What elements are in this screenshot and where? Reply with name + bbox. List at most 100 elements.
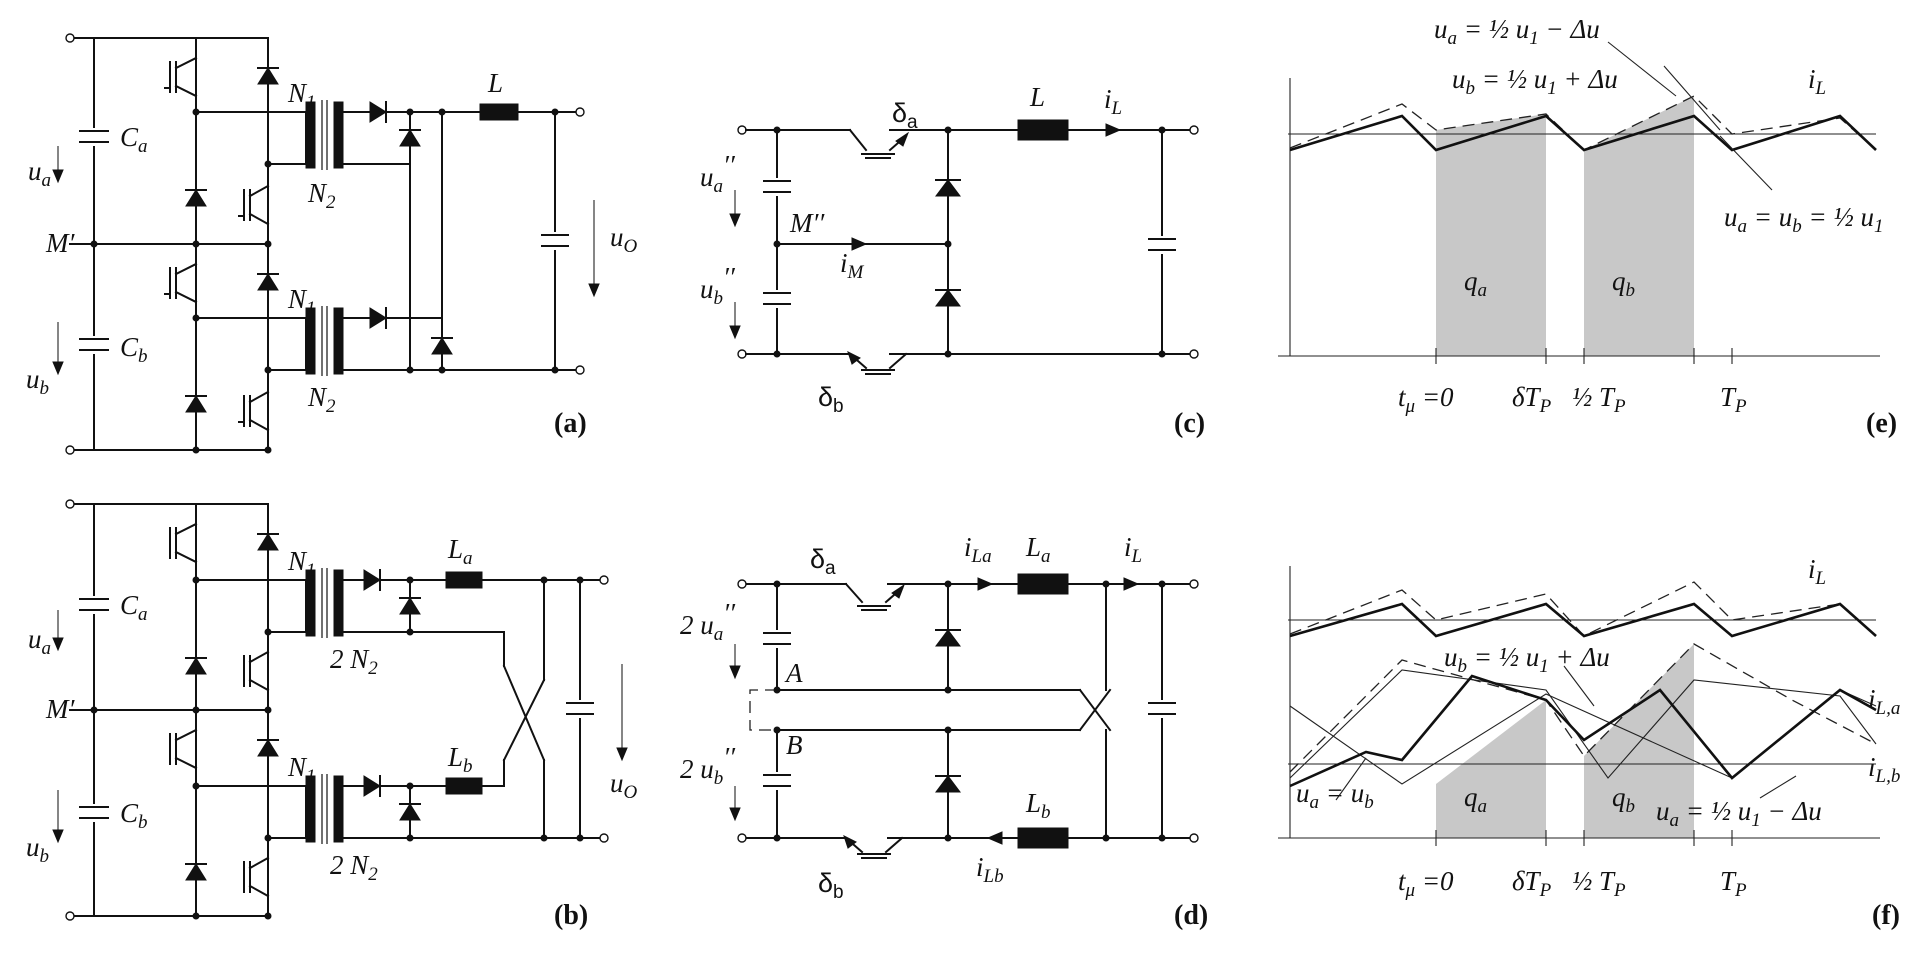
panel-f-waveform: iL iL,a iL,b ub = ½ u1 + Δu ua = ub ua =… — [1278, 554, 1900, 931]
panel-b-circuit: ua ub Ca Cb M′ N1 2 N2 N1 2 N2 La Lb uO … — [26, 499, 638, 931]
terminal-dot — [65, 33, 75, 43]
label-ub-double-prime: ub′′ — [700, 262, 736, 309]
dashed-connection — [749, 689, 777, 731]
label-half-tp: ½ TP — [1572, 382, 1626, 417]
diode-icon — [257, 67, 279, 85]
label-qb: qb — [1612, 266, 1635, 301]
label-il: iL — [1124, 532, 1142, 567]
panel-label-d: (d) — [1174, 900, 1208, 931]
diode-icon — [185, 189, 207, 207]
label-t0: tμ =0 — [1398, 382, 1454, 417]
label-m-double-prime: M′′ — [789, 208, 825, 238]
diode-icon — [935, 775, 961, 793]
diode-icon — [935, 179, 961, 197]
current-waveform-ila — [1289, 689, 1877, 785]
diode-icon — [935, 289, 961, 307]
charge-area-qb — [1584, 96, 1694, 356]
label-2ua-double-prime: 2 ua′′ — [680, 598, 736, 645]
diode-icon — [185, 863, 207, 881]
inductor-l — [479, 103, 519, 121]
voltage-arrow — [588, 200, 600, 298]
panel-label-f: (f) — [1872, 900, 1900, 931]
current-arrow — [851, 237, 868, 251]
label-delta-b: δb — [818, 868, 844, 903]
current-waveform-il — [1289, 602, 1877, 638]
current-arrow — [1123, 577, 1140, 591]
label-ca: Ca — [120, 122, 148, 157]
inductor-la — [445, 571, 483, 589]
label-ila: iL,a — [1868, 684, 1900, 719]
terminal-dot — [65, 445, 75, 455]
capacitor-cb — [79, 336, 110, 354]
panel-d-circuit: 2 ua′′ 2 ub′′ A B δa δb iLa La iL Lb iLb… — [680, 532, 1208, 931]
diode-icon — [185, 395, 207, 413]
charge-area-qa — [1436, 700, 1546, 838]
label-ua: ua — [28, 624, 51, 659]
label-ua: ua — [28, 156, 51, 191]
label-delta-a: δa — [810, 544, 836, 579]
capacitor-output — [565, 700, 595, 718]
equation-ua-minus: ua = ½ u1 − Δu — [1656, 796, 1822, 831]
label-ca: Ca — [120, 590, 148, 625]
label-l: L — [487, 68, 503, 98]
label-ub: ub — [26, 832, 49, 867]
label-delta-a: δa — [892, 98, 918, 133]
panel-label-e: (e) — [1866, 408, 1897, 439]
charge-area-qa — [1436, 114, 1546, 356]
panel-c-circuit: ua′′ ub′′ M′′ iM δa δb L iL (c) — [700, 82, 1205, 439]
panel-a-circuit: ua ub Ca Cb M′ N1 N2 N1 N2 L uO (a) — [26, 33, 638, 455]
label-n2: N2 — [307, 382, 336, 417]
equation-ua-equals-ub: ua = ub — [1296, 778, 1374, 813]
diode-icon — [399, 129, 421, 147]
current-waveform-ilb — [1289, 669, 1877, 779]
current-waveform-ila-solid — [1289, 674, 1877, 788]
label-cb: Cb — [120, 798, 148, 833]
panel-e-waveform: ua = ½ u1 − Δu ub = ½ u1 + Δu ua = ub = … — [1278, 14, 1897, 439]
panel-label-b: (b) — [554, 900, 588, 931]
current-arrow — [977, 577, 994, 591]
equation-ua-minus: ua = ½ u1 − Δu — [1434, 14, 1600, 49]
diode-icon — [431, 337, 453, 355]
panel-label-a: (a) — [554, 408, 587, 439]
voltage-arrow — [52, 322, 64, 376]
label-lb: Lb — [1025, 788, 1051, 823]
label-t0: tμ =0 — [1398, 866, 1454, 901]
diode-icon — [369, 101, 387, 123]
label-ilb: iL,b — [1868, 752, 1900, 787]
label-tp: TP — [1720, 382, 1747, 417]
label-delta-tp: δTP — [1512, 382, 1552, 417]
label-cb: Cb — [120, 332, 148, 367]
diode-icon — [369, 307, 387, 329]
current-arrow — [986, 831, 1003, 845]
charge-area-qb — [1584, 644, 1694, 838]
label-l: L — [1029, 82, 1045, 112]
label-im: iM — [840, 248, 865, 283]
leader-line — [1607, 41, 1677, 97]
label-uo: uO — [610, 222, 638, 257]
voltage-arrow — [52, 790, 64, 844]
label-la: La — [1025, 532, 1051, 567]
voltage-arrow — [52, 146, 64, 184]
switch-delta-b — [847, 351, 908, 375]
transformer-icon — [305, 568, 344, 638]
igbt-switch — [169, 728, 198, 770]
leader-line — [1719, 135, 1773, 191]
current-waveform-il — [1289, 114, 1877, 152]
igbt-switch — [164, 56, 198, 98]
igbt-switch — [238, 390, 270, 432]
current-arrow — [1105, 123, 1122, 137]
inductor-lb — [1017, 827, 1069, 849]
transformer-icon — [305, 306, 344, 376]
inductor-la — [1017, 573, 1069, 595]
equation-ub-plus: ub = ½ u1 + Δu — [1452, 64, 1618, 99]
equation-ua-equals-ub: ua = ub = ½ u1 — [1724, 202, 1883, 237]
igbt-switch — [164, 262, 198, 304]
label-delta-tp: δTP — [1512, 866, 1552, 901]
label-ila: iLa — [964, 532, 992, 567]
voltage-arrow — [52, 610, 64, 652]
leader-line — [1663, 65, 1721, 131]
label-n2: N2 — [307, 178, 336, 213]
capacitor-output — [540, 232, 570, 250]
